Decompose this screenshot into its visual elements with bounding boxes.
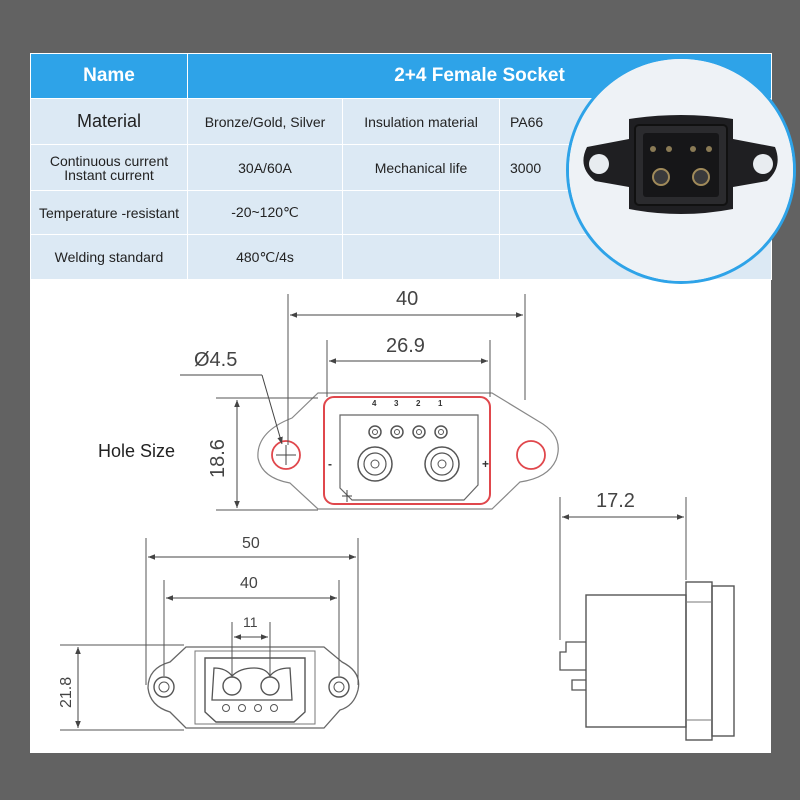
table-header-row: Name 2+4 Female Socket [30,53,773,99]
dim-depth: 17.2 [596,490,635,512]
row-label-2 [342,234,500,280]
pin-label: 4 [372,399,377,408]
dim-front-hole-spacing: 40 [240,575,258,592]
mounting-hole-left [271,440,301,470]
pin-label: 2 [416,399,421,408]
row-label: Continuous current Instant current [30,144,188,191]
plus-sign: + [482,457,489,471]
socket-photo-image [569,59,793,281]
front-view: 50 40 11 21.8 [58,535,360,731]
row-label: Material [30,98,188,145]
dim-width-overall: 40 [396,288,418,310]
cutout-outline [323,396,491,505]
dim-front-height: 21.8 [58,677,75,708]
pin-label: 1 [438,399,443,408]
dim-hole-diameter: Ø4.5 [194,349,237,371]
row-value: 480℃/4s [187,234,343,280]
product-photo [566,56,796,284]
dim-front-width: 50 [242,535,260,552]
minus-sign: - [328,457,332,471]
side-view: 17.2 [559,490,735,741]
row-label: Welding standard [30,234,188,280]
dim-width-inner: 26.9 [386,335,425,357]
top-view: 4 3 2 1 - + 40 26.9 Ø4.5 18.6 [180,288,559,511]
dim-height: 18.6 [207,439,229,478]
pin-label: 3 [394,399,399,408]
dim-pin-spacing: 11 [243,614,258,630]
hole-size-caption: Hole Size [98,441,176,461]
row-label: Temperature -resistant [30,190,188,235]
row-value: -20~120℃ [187,190,343,235]
name-header: Name [30,53,188,99]
row-value: Bronze/Gold, Silver [187,98,343,145]
row-label-2: Insulation material [342,98,500,145]
mounting-hole-right [516,440,546,470]
